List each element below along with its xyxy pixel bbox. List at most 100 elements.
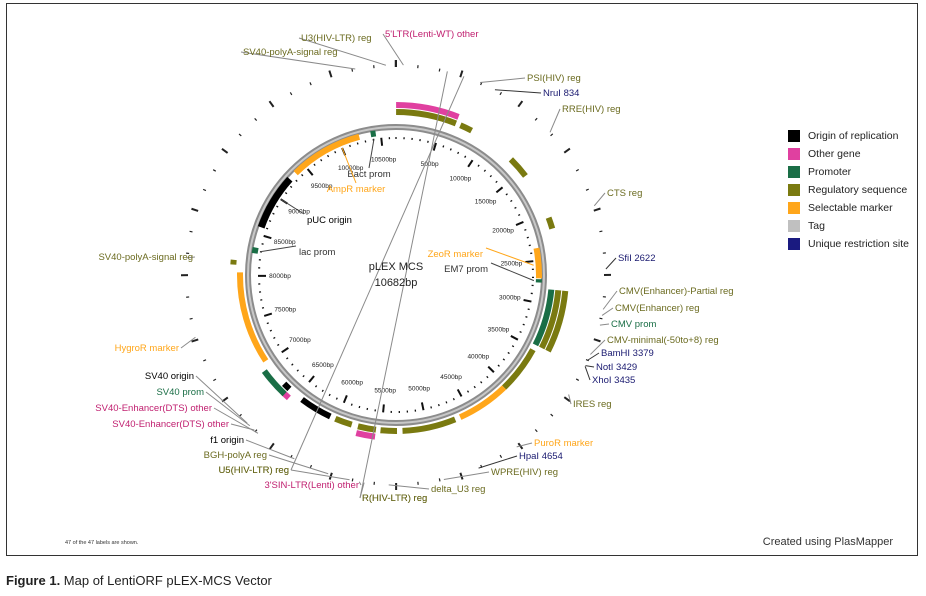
tick-label: 4500bp [440,374,462,381]
feature-label: SV40-polyA-signal reg [98,252,193,263]
feature-promoter [532,289,555,347]
outer-tick [438,68,441,72]
outer-tick [599,317,603,320]
label-leader-line [230,423,255,431]
outer-tick [268,100,275,108]
minor-tick [302,374,305,378]
outer-tick [438,478,441,482]
feature-regulatory [508,157,528,178]
minor-tick [502,358,506,361]
label-leader-line [593,192,606,207]
feature-label: BamHI 3379 [601,348,654,359]
feature-other_gene [396,102,460,120]
outer-tick [309,82,312,86]
backbone-ring [245,124,547,426]
minor-tick [497,364,500,367]
feature-label: CMV(Enhancer)-Partial reg [619,286,734,297]
major-tick [456,388,463,397]
major-tick [487,365,495,373]
feature-label: U5(HIV-LTR) reg [218,465,289,476]
outer-tick [191,207,199,212]
minor-tick [477,164,480,167]
label-leader-line [584,366,591,381]
feature-label: NruI 834 [543,88,579,99]
inner-feature-label: EM7 prom [444,264,488,275]
feature-label: U5(HIV-LTR) reg [218,465,289,476]
feature-origin [300,397,332,420]
feature-label: BGH-polyA reg [204,450,267,461]
tick-label: 2000bp [492,227,514,234]
minor-tick [525,316,528,318]
legend-label: Origin of replication [808,130,899,142]
tick-label: 7000bp [289,337,311,344]
legend-label: Other gene [808,148,861,160]
feature-selectable [533,247,542,279]
tick-label: 500bp [421,161,439,168]
label-leader-line [290,469,350,481]
minor-tick [526,236,529,239]
inner-label-leader-line [259,245,297,253]
label-leader-line [180,336,196,349]
feature-selectable [237,272,269,363]
outer-tick [563,396,571,403]
label-leader-line [599,323,610,326]
figure-caption: Figure 1. Map of LentiORF pLEX-MCS Vecto… [6,573,272,588]
major-tick [515,221,524,226]
feature-regulatory [396,109,458,127]
label-leader-line [479,77,526,84]
legend-item: Other gene [788,145,909,163]
legend-swatch [788,238,800,250]
label-leader-line [605,257,617,270]
major-tick [432,142,437,151]
feature-label: 3'SIN-LTR(Lenti) other [264,480,359,491]
outer-tick [203,359,207,362]
feature-label: SV40 origin [145,371,194,382]
legend-item: Tag [788,217,909,235]
label-leader-line [516,442,533,448]
feature-regulatory [380,427,398,434]
feature-promoter [251,246,259,254]
outer-tick [202,188,207,192]
minor-tick [483,169,487,172]
label-leader-line [195,375,248,424]
label-leader-line [290,76,465,471]
feature-regulatory [402,416,457,434]
minor-tick [327,154,330,158]
minor-tick [480,381,483,384]
inner-feature-label: AmpR marker [327,184,386,195]
label-leader-line [568,394,572,405]
minor-tick [286,357,289,360]
inner-label-leader-line [341,147,357,184]
tick-label: 5500bp [374,387,396,394]
inner-feature-label: pUC origin [307,215,352,226]
major-tick [495,186,504,194]
label-leader-line [298,37,387,66]
major-tick [342,394,348,404]
label-leader-line [549,108,561,133]
minor-tick [430,406,433,409]
outer-tick [534,429,538,433]
labels-count-note: 47 of the 47 labels are shown. [65,540,139,546]
outer-tick [289,92,293,96]
backbone-highlight [247,126,545,424]
major-tick [308,375,315,383]
feature-origin [257,176,293,229]
label-leader-line [359,482,365,499]
minor-tick [437,403,440,407]
outer-tick [585,358,590,362]
legend-label: Tag [808,220,825,232]
minor-tick [321,389,324,392]
minor-tick [276,205,279,208]
minor-tick [489,174,493,178]
outer-tick [459,70,464,78]
feature-label: PuroR marker [534,438,593,449]
feature-regulatory [334,415,353,428]
tick-label: 10500bp [371,157,397,164]
outer-tick [268,442,275,450]
legend-swatch [788,184,800,196]
outer-tick [189,317,193,320]
outer-tick [212,169,217,172]
inner-feature-label: Bact prom [347,169,390,180]
major-tick [523,299,532,303]
